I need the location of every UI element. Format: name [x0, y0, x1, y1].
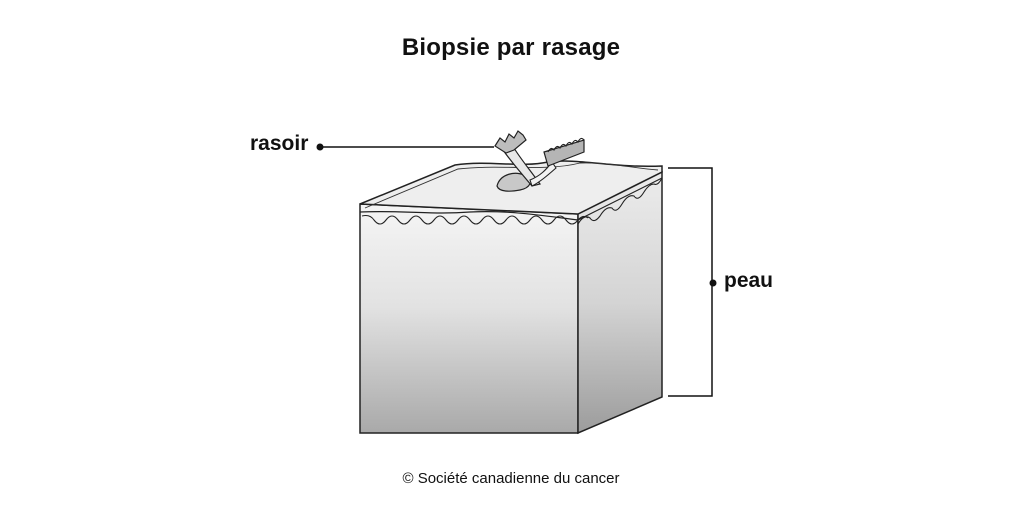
dermis-wave-front: [361, 214, 589, 225]
label-skin: peau: [724, 269, 774, 292]
epidermis-line-front: [359, 210, 579, 221]
razor-right-grip-teeth: [547, 137, 585, 153]
block-side-face: [577, 170, 663, 435]
epidermis-line-side: [577, 177, 663, 221]
dermis-wave-side: [577, 177, 663, 225]
label-razor: rasoir: [250, 132, 309, 155]
copyright-notice: © Société canadienne du cancer: [0, 470, 1022, 487]
skin-bracket: [668, 167, 713, 397]
skin-pointer-dot: [709, 279, 717, 287]
razor-left-grip: [494, 130, 527, 154]
top-inner-line: [364, 162, 659, 209]
razor-right-grip: [543, 139, 585, 167]
razor-blade: [501, 147, 542, 187]
copyright-symbol: ©: [402, 470, 414, 487]
diagram-title: Biopsie par rasage: [401, 34, 621, 61]
copyright-text: Société canadienne du cancer: [417, 470, 620, 487]
block-front-face: [359, 203, 579, 434]
